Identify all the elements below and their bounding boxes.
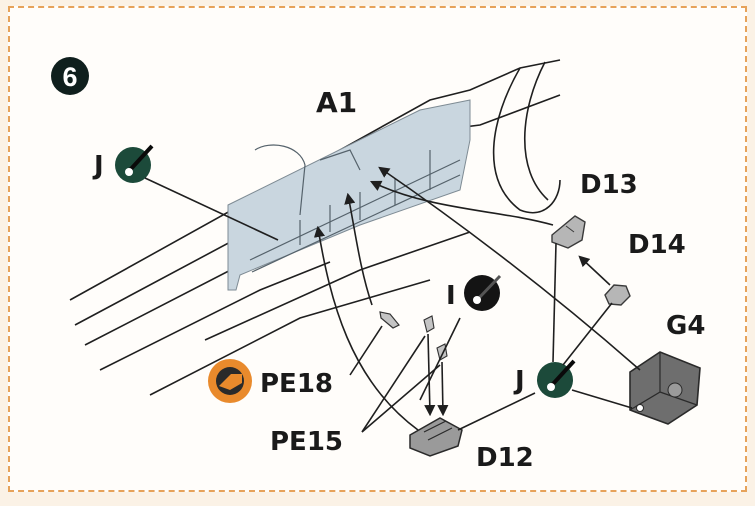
arrow-pe15-to-d12-a [424, 333, 436, 417]
arrow-g4-to-hull [378, 166, 641, 371]
arrow-d13-to-hull [369, 180, 554, 226]
label-g4: G4 [666, 311, 705, 341]
leader-j-right-g4 [571, 389, 633, 409]
leader-j-right-d13 [552, 242, 557, 363]
arrow-pe15-to-d12-b [437, 361, 449, 417]
paint-j-right: J [513, 359, 576, 398]
part-d12 [409, 417, 463, 457]
label-pe15: PE15 [270, 427, 343, 457]
hull-shaded-sill [227, 99, 471, 291]
label-j-right: J [513, 366, 525, 396]
paint-i: I [446, 274, 502, 311]
photo-etch-icon [208, 359, 252, 403]
leader-pe15-b [361, 364, 441, 433]
label-j-left: J [92, 151, 104, 181]
step-number-badge: 6 [51, 57, 89, 95]
part-pe18 [379, 311, 400, 329]
paint-j-left: J [92, 144, 154, 183]
label-d13: D13 [580, 170, 638, 200]
part-d13 [551, 215, 586, 249]
label-d12: D12 [476, 443, 534, 473]
leader-j-left [144, 177, 279, 241]
label-a1: A1 [316, 86, 357, 119]
arrow-pe18-to-hull [344, 192, 373, 306]
arrow-d14-to-d13 [578, 255, 611, 286]
leader-j-right-d14 [562, 302, 613, 366]
arrow-d12-to-hull [313, 225, 419, 431]
panel-border [8, 6, 747, 492]
sill-details [249, 144, 461, 273]
part-g4 [629, 351, 701, 425]
leader-j-right-d12 [457, 392, 536, 431]
part-d14 [604, 284, 631, 306]
leader-pe18 [349, 325, 383, 376]
leader-i [419, 317, 461, 401]
label-d14: D14 [628, 230, 686, 260]
label-pe18: PE18 [260, 369, 333, 399]
label-i: I [446, 281, 456, 311]
leader-pe15-a [361, 335, 426, 433]
step-number: 6 [62, 62, 77, 92]
